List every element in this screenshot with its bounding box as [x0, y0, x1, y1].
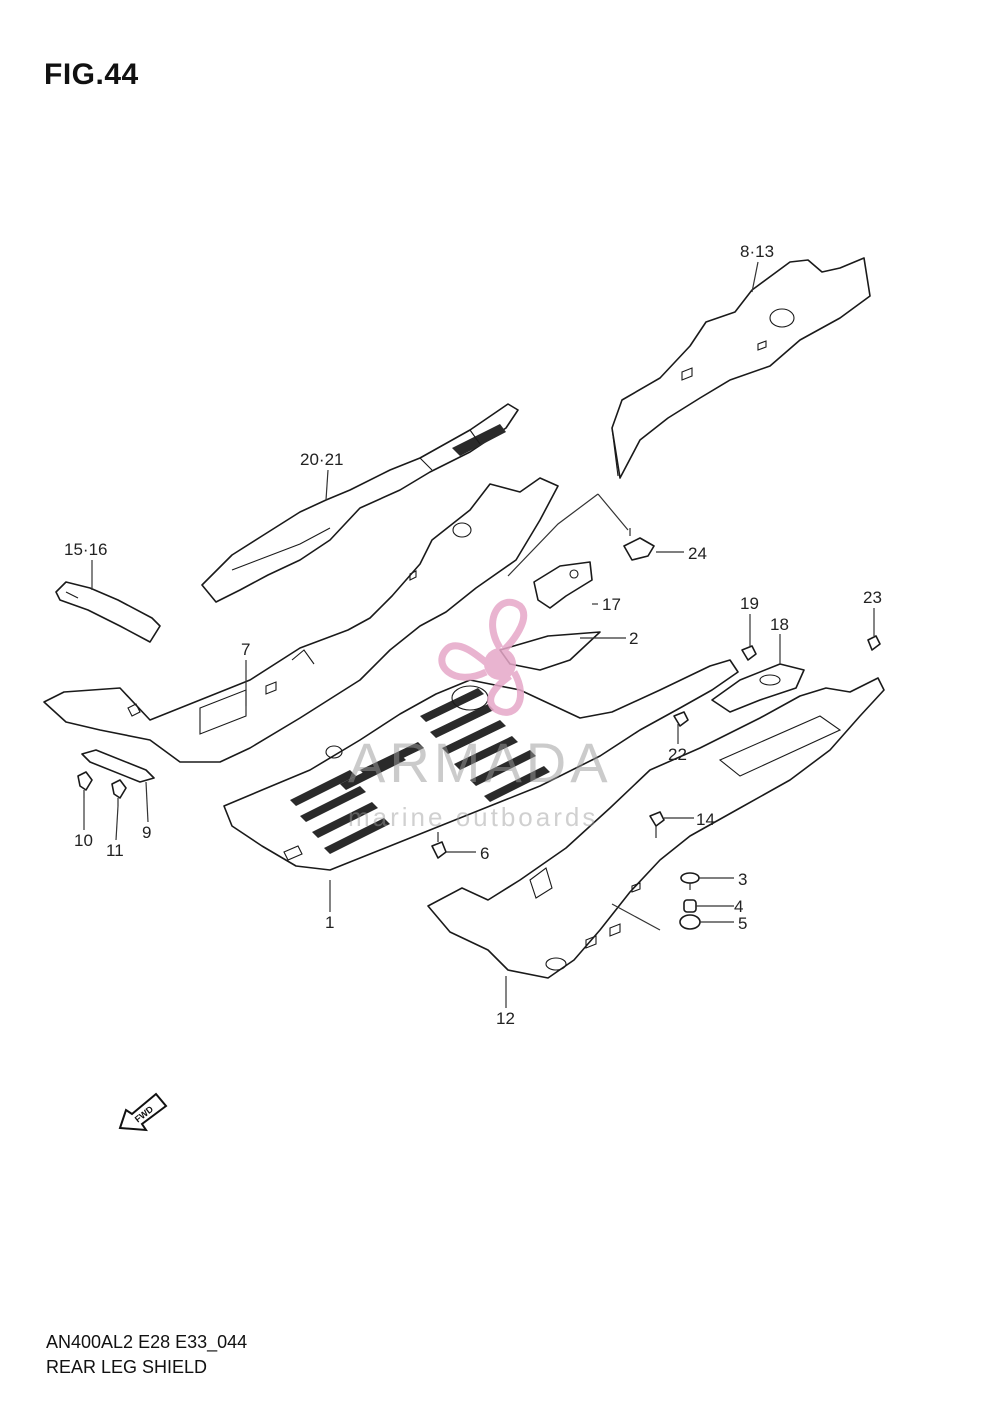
callouts: 8·13 20·21 15·16 7 24 17 2 19 18 23 22 1…: [64, 242, 882, 1028]
callout-24: 24: [688, 544, 707, 563]
callout-7: 7: [241, 640, 250, 659]
callout-12: 12: [496, 1009, 515, 1028]
floor-ribs: [290, 688, 550, 854]
part-plate-18: [711, 663, 805, 713]
part-bolt-23: [867, 635, 881, 651]
callout-14: 14: [696, 810, 715, 829]
propeller-logo: [438, 598, 528, 716]
leader-lines: [83, 261, 875, 1008]
part-grommet-5: [679, 914, 701, 930]
part-collar-4: [683, 899, 697, 913]
callout-1: 1: [325, 913, 334, 932]
callout-20-21: 20·21: [300, 450, 343, 469]
callout-22: 22: [668, 745, 687, 764]
callout-10: 10: [74, 831, 93, 850]
part-cover-8-13: [611, 257, 871, 479]
part-bolt-22: [673, 711, 689, 727]
footer-model-code: AN400AL2 E28 E33_044: [46, 1332, 248, 1352]
assembly-lines: [507, 493, 661, 931]
part-clip-24: [623, 528, 655, 561]
callout-8-13: 8·13: [740, 242, 774, 261]
watermark: ARMADA marine outboards: [348, 598, 612, 832]
part-trim-20-21: [201, 403, 519, 603]
part-floor-1: [223, 659, 739, 871]
part-side-panel-7: [43, 477, 559, 763]
callout-4: 4: [734, 897, 743, 916]
callout-19: 19: [740, 594, 759, 613]
callout-15-16: 15·16: [64, 540, 107, 559]
part-screw-14: [649, 811, 665, 838]
part-piece-15-16: [55, 581, 161, 643]
callout-17: 17: [602, 595, 621, 614]
part-clip-10: [77, 771, 93, 798]
callout-11: 11: [106, 841, 124, 860]
figure-title: FIG.44: [44, 58, 139, 91]
callout-23: 23: [863, 588, 882, 607]
callout-3: 3: [738, 870, 747, 889]
callout-9: 9: [142, 823, 151, 842]
callout-5: 5: [738, 914, 747, 933]
callout-2: 2: [629, 629, 638, 648]
callout-18: 18: [770, 615, 789, 634]
part-washer-3: [680, 872, 700, 890]
part-bolt-6: [431, 832, 447, 859]
fwd-arrow-icon: FWD: [118, 1092, 168, 1132]
watermark-brand: ARMADA: [348, 731, 612, 794]
watermark-tagline: marine outboards: [348, 802, 598, 832]
callout-6: 6: [480, 844, 489, 863]
part-clip-11: [111, 779, 127, 806]
part-strip-9: [81, 749, 155, 783]
part-bolt-19: [741, 645, 757, 661]
part-bracket-17: [533, 561, 593, 609]
footer-section-name: REAR LEG SHIELD: [46, 1357, 208, 1377]
